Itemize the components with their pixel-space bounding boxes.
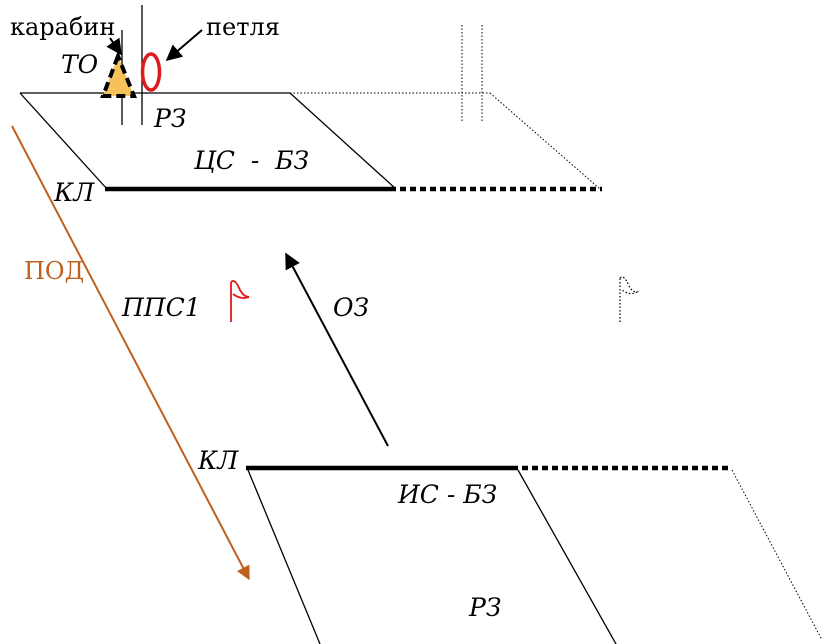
top-station-platform: [19, 25, 602, 192]
anchor-posts: [121, 5, 143, 125]
top-platform-right-edge: [289, 92, 397, 190]
pps1-label: ППС1: [122, 293, 201, 322]
oz-label: ОЗ: [333, 293, 370, 322]
carabiner-pointer-arrow: [106, 37, 122, 56]
bottom-station-platform: [246, 465, 822, 644]
top-right-dotted-diagonal: [489, 92, 601, 190]
kl-bottom-label: КЛ: [198, 446, 239, 475]
pod-direction-arrow: [11, 125, 250, 581]
kl-top-label: КЛ: [54, 178, 95, 207]
dotted-flag-icon: [619, 276, 640, 322]
bottom-right-dotted-diagonal: [731, 469, 822, 641]
oz-direction-arrow: [285, 252, 389, 447]
red-flag-icon: [230, 280, 250, 322]
carabiner-label: карабин: [10, 13, 116, 41]
top-platform-left-edge: [19, 92, 108, 190]
to-label: ТО: [61, 50, 99, 79]
bottom-platform-left-edge: [247, 469, 321, 644]
loop-pointer-arrow: [165, 29, 203, 62]
pod-label: ПОД: [24, 257, 85, 285]
loop-icon: [140, 52, 162, 92]
rz-bottom-label: РЗ: [469, 593, 502, 622]
cs-bz-label: ЦС - БЗ: [194, 146, 310, 175]
loop-label: петля: [206, 13, 280, 41]
bottom-platform-right-edge: [517, 469, 617, 644]
is-bz-label: ИС - БЗ: [398, 480, 498, 509]
rz-top-label: РЗ: [154, 104, 187, 133]
carabiner-icon: [100, 50, 137, 98]
